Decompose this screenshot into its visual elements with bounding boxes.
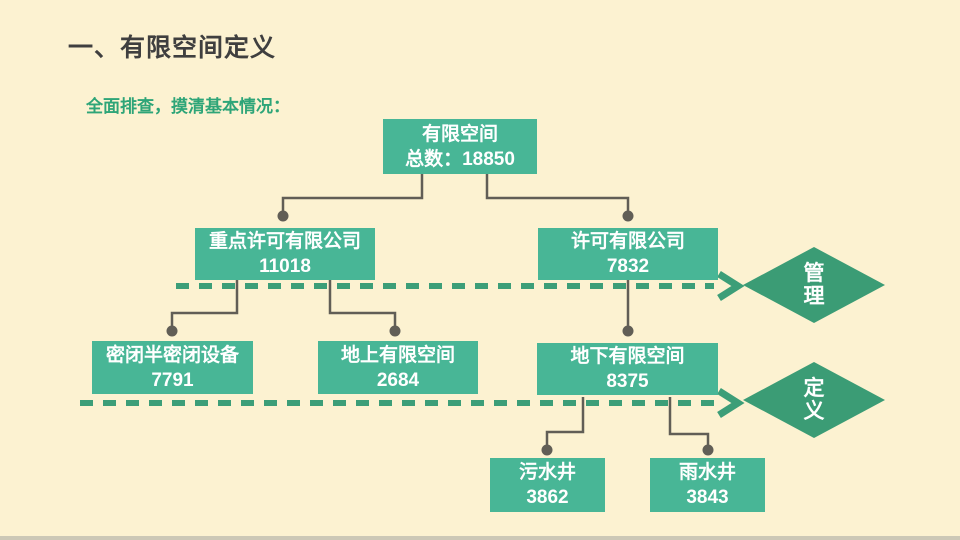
node-label: 污水井 xyxy=(518,462,576,483)
node-label: 许可有限公司 xyxy=(570,231,685,252)
slide-subtitle: 全面排查，摸清基本情况： xyxy=(86,97,290,116)
node-label: 密闭半密闭设备 xyxy=(105,344,239,366)
node-rain-well: 雨水井 3843 xyxy=(650,458,765,512)
diamond-management-label: 管 理 xyxy=(743,247,885,323)
node-value: 3843 xyxy=(686,487,729,508)
node-sealed-equipment: 密闭半密闭设备 7791 xyxy=(92,341,253,394)
node-value: 7791 xyxy=(151,369,194,391)
bottom-bar xyxy=(0,536,960,540)
diamond-char: 义 xyxy=(803,400,825,423)
node-permit-company: 许可有限公司 7832 xyxy=(538,228,718,280)
node-value: 3862 xyxy=(526,487,569,508)
node-value: 2684 xyxy=(376,369,420,391)
tree-connectors xyxy=(170,173,710,446)
node-value: 11018 xyxy=(259,256,311,277)
dashed-arrow-definition xyxy=(80,388,745,418)
node-value: 总数：18850 xyxy=(405,148,515,170)
connector-dots xyxy=(166,210,714,456)
node-above-ground-space: 地上有限空间 2684 xyxy=(318,341,478,394)
diamond-definition-label: 定 义 xyxy=(743,362,885,438)
node-total-limited-space: 有限空间 总数：18850 xyxy=(383,119,537,174)
node-label: 有限空间 xyxy=(421,123,498,145)
node-below-ground-space: 地下有限空间 8375 xyxy=(537,343,718,395)
diamond-management xyxy=(743,247,885,323)
node-value: 7832 xyxy=(606,256,650,277)
page-title: 一、有限空间定义 xyxy=(68,34,277,62)
node-label: 重点许可有限公司 xyxy=(208,231,361,252)
diamond-char: 管 xyxy=(803,262,825,285)
node-value: 8375 xyxy=(606,371,649,392)
node-label: 地上有限空间 xyxy=(340,344,455,366)
diamond-char: 定 xyxy=(803,377,825,400)
node-sewage-well: 污水井 3862 xyxy=(490,458,605,512)
node-label: 雨水井 xyxy=(678,462,736,483)
diamond-char: 理 xyxy=(803,285,825,308)
dashed-arrow-management xyxy=(176,271,745,301)
diamond-definition xyxy=(743,362,885,438)
node-label: 地下有限空间 xyxy=(570,346,685,367)
node-key-permit-company: 重点许可有限公司 11018 xyxy=(195,228,375,280)
